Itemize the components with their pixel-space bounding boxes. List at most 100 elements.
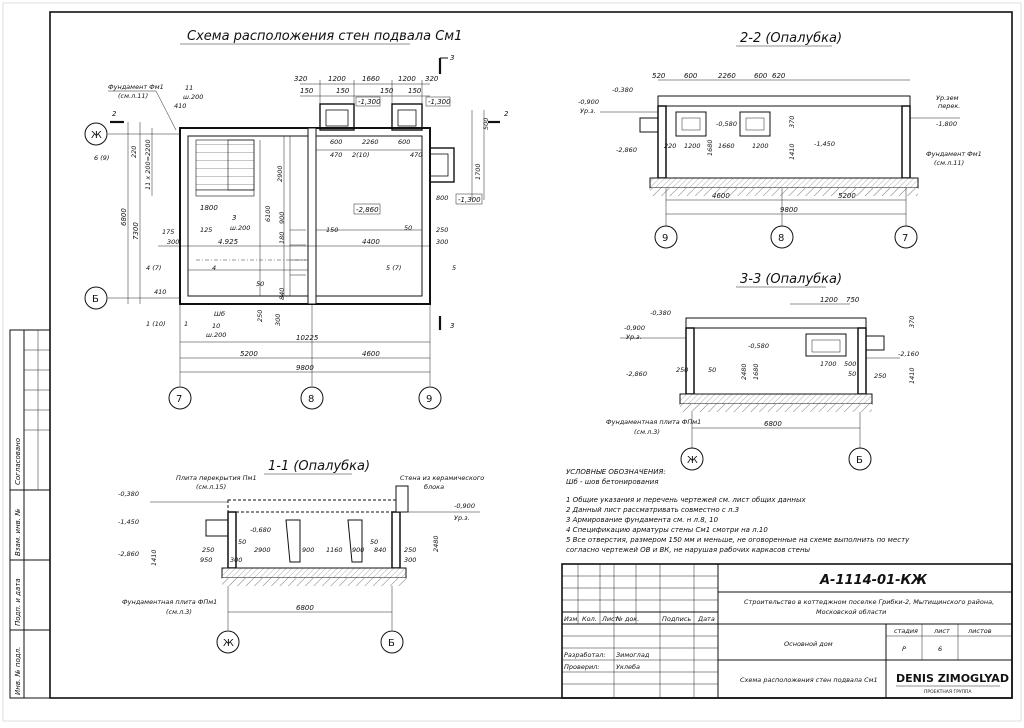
tb-r2-role: Проверил:	[564, 663, 600, 671]
tb-building: Основной дом	[784, 640, 833, 648]
plan-dim-150-d: 150	[408, 87, 422, 95]
s22-dim-1410: 1410	[788, 143, 796, 160]
s22-axis-7: 7	[902, 233, 908, 244]
tb-h-data: Дата	[697, 615, 715, 623]
plan-dim-stack: 11 х 200=2200	[144, 139, 152, 190]
section-3-3: 3-3 (Опалубка) 1200 750 -0,900 Ур.з. -0,…	[606, 272, 919, 471]
plan-axis-b: Б	[92, 294, 99, 305]
s11-axis-zh: Ж	[223, 638, 234, 649]
s11-wall-label2: блока	[424, 483, 444, 491]
s22-dim-top-2: 600	[684, 72, 698, 80]
s33-fp-ref: (см.л.3)	[634, 428, 660, 436]
tb-h-list: Лист	[601, 615, 619, 623]
s22-elev-mid2: -1,450	[814, 140, 835, 148]
s11-dim-50a: 50	[238, 538, 246, 546]
s33-elev-right: -2,160	[898, 350, 919, 358]
plan-dim-4400: 4400	[362, 238, 380, 246]
s22-elev-right-label: Ур.зем	[936, 94, 959, 102]
tb-code: А-1114-01-КЖ	[819, 573, 928, 588]
plan-dim-10225: 10225	[296, 334, 319, 342]
plan-axis-zh: Ж	[91, 130, 102, 141]
plan-label-1-10: 1 (10)	[146, 320, 166, 328]
plan-dim-top-3: 1660	[362, 75, 380, 83]
plan-elev-room: -2,860	[356, 206, 379, 214]
s33-dim-1680: 1680	[752, 363, 760, 380]
plan-dim-600b: 600	[398, 138, 410, 146]
tb-r1-role: Разработал:	[564, 651, 606, 659]
tb-h-podp: Подпись	[662, 615, 691, 623]
plan-dim-150-c: 150	[380, 87, 394, 95]
s33-dim-1700: 1700	[820, 360, 837, 368]
plan-dim-150-b: 150	[336, 87, 350, 95]
s11-dim-1160: 1160	[326, 546, 343, 554]
s33-elev-left: -0,900	[624, 324, 645, 332]
plan-dim-175: 175	[162, 228, 174, 236]
plan-view: Схема расположения стен подвала См1	[84, 29, 509, 410]
s33-dim-750: 750	[846, 296, 860, 304]
side-podp: Подп. и дата	[14, 578, 22, 626]
s22-axis-9: 9	[662, 233, 668, 244]
plan-dim-470b: 470	[410, 151, 422, 159]
tb-drawing: Схема расположения стен подвала См1	[740, 676, 878, 684]
tb-r1-name: Зимоглад	[616, 651, 650, 659]
s11-dim-50b: 50	[370, 538, 378, 546]
s33-elev-mid: -0,580	[748, 342, 769, 350]
plan-label-w200a: ш.200	[183, 93, 203, 101]
s33-dim-370: 370	[908, 316, 916, 328]
plan-label-1: 1	[184, 320, 188, 328]
plan-dim-220: 220	[130, 146, 138, 158]
s33-dim-1410: 1410	[908, 367, 916, 384]
plan-axis6: 6 (9)	[94, 154, 109, 162]
s22-title: 2-2 (Опалубка)	[740, 31, 842, 46]
s11-dim-900a: 900	[302, 546, 314, 554]
note-4: 4 Спецификацию арматуры стены См1 смотри…	[566, 526, 768, 534]
s22-dim-1200a: 1200	[684, 142, 701, 150]
s11-elev-right: -0,900	[454, 502, 475, 510]
tb-sheet: 6	[938, 645, 942, 653]
tb-stage: Р	[902, 645, 906, 653]
plan-label-10: 10	[212, 322, 220, 330]
s22-dim-9800: 9800	[780, 206, 798, 214]
plan-dim-300c: 300	[274, 314, 282, 326]
s33-elev-left-sub: Ур.з.	[626, 333, 642, 341]
s11-elev-mid: -0,680	[250, 526, 271, 534]
s22-fm-ref: (см.л.11)	[934, 159, 964, 167]
s11-elev-left2: -1,450	[118, 518, 139, 526]
note-1: 1 Общие указания и перечень чертежей см.…	[566, 496, 807, 504]
s11-elev-right-sub: Ур.з.	[454, 514, 470, 522]
plan-dim-300b: 300	[436, 238, 448, 246]
s11-slab-ref: (см.л.15)	[196, 483, 226, 491]
tb-sheets-h: листов	[967, 627, 992, 635]
s22-elev-left: -0,900	[578, 98, 599, 106]
plan-label-4: 4	[212, 264, 216, 272]
s11-dim-2480: 2480	[432, 535, 440, 552]
plan-label-w200b: ш.200	[230, 224, 250, 232]
s11-dim-840: 840	[374, 546, 386, 554]
plan-label-sh6: Шб	[214, 310, 225, 318]
plan-dim-2-10: 2(10)	[352, 151, 369, 159]
tb-h-kol: Кол.	[582, 615, 597, 623]
s22-dim-1680: 1680	[706, 139, 714, 156]
plan-dim-180: 180	[278, 232, 286, 244]
side-stamp: Согласовано Взам. инв. № Подп. и дата Ин…	[9, 329, 51, 699]
s33-elev-left3: -2,860	[626, 370, 647, 378]
s22-elev-left2: -0,380	[612, 86, 633, 94]
s22-fm-label: Фундамент Фм1	[926, 150, 982, 158]
plan-sec2-left: 2	[112, 110, 117, 118]
s33-dim-2480: 2480	[740, 363, 748, 380]
plan-dim-150-a: 150	[300, 87, 314, 95]
s22-dim-220: 220	[664, 142, 676, 150]
s22-elev-right-sub: перек.	[938, 102, 960, 110]
s33-dim-500: 500	[844, 360, 856, 368]
s11-dim-250b: 250	[404, 546, 416, 554]
plan-dim-1700: 1700	[474, 163, 482, 180]
s33-dim-6800: 6800	[764, 420, 782, 428]
s11-elev-left3: -2,860	[118, 550, 139, 558]
plan-title: Схема расположения стен подвала См1	[187, 29, 462, 44]
s22-axis-8: 8	[778, 233, 784, 244]
plan-dim-300: 300	[167, 238, 179, 246]
plan-dim-5200: 5200	[240, 350, 258, 358]
plan-axis-9: 9	[426, 394, 432, 405]
s11-dim-300b: 300	[404, 556, 416, 564]
